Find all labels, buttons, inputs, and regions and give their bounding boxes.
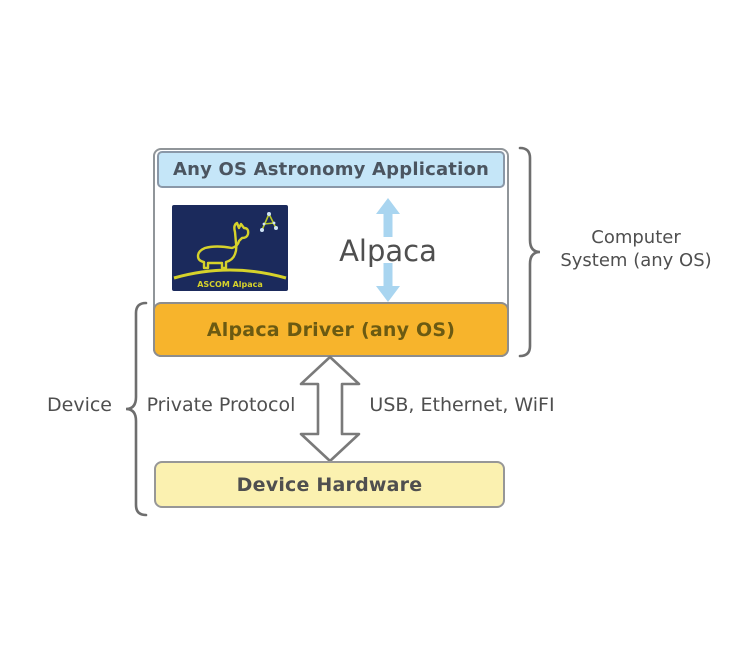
constellation-stars [260,212,278,232]
app-box-label: Any OS Astronomy Application [172,159,490,180]
alpaca-protocol-text: Alpaca [339,234,437,268]
alpaca-protocol-label: Alpaca [318,234,458,268]
computer-system-brace [518,146,541,358]
transport-label-text: USB, Ethernet, WiFI [369,394,555,416]
device-label: Device [28,394,112,416]
device-hardware-box: Device Hardware [154,461,505,508]
up-arrow-icon [376,198,400,237]
computer-system-label-line2: System (any OS) [560,250,712,271]
hill-arc [173,268,287,280]
app-box: Any OS Astronomy Application [157,151,505,188]
down-arrow-icon [376,263,400,302]
transport-label: USB, Ethernet, WiFI [360,394,564,416]
device-hardware-label: Device Hardware [236,473,423,496]
private-protocol-label: Private Protocol [134,394,308,416]
computer-system-label-line1: Computer [591,227,681,248]
driver-box: Alpaca Driver (any OS) [153,302,509,357]
bidirectional-arrow-icon [299,355,361,463]
alpaca-outline [196,221,250,270]
device-brace [125,301,148,517]
private-protocol-text: Private Protocol [146,394,296,416]
ascom-alpaca-logo: ASCOM Alpaca [172,205,288,291]
driver-box-label: Alpaca Driver (any OS) [206,318,456,341]
device-label-text: Device [47,394,112,416]
logo-caption: ASCOM Alpaca [197,280,263,289]
computer-system-label: Computer System (any OS) [548,226,724,272]
